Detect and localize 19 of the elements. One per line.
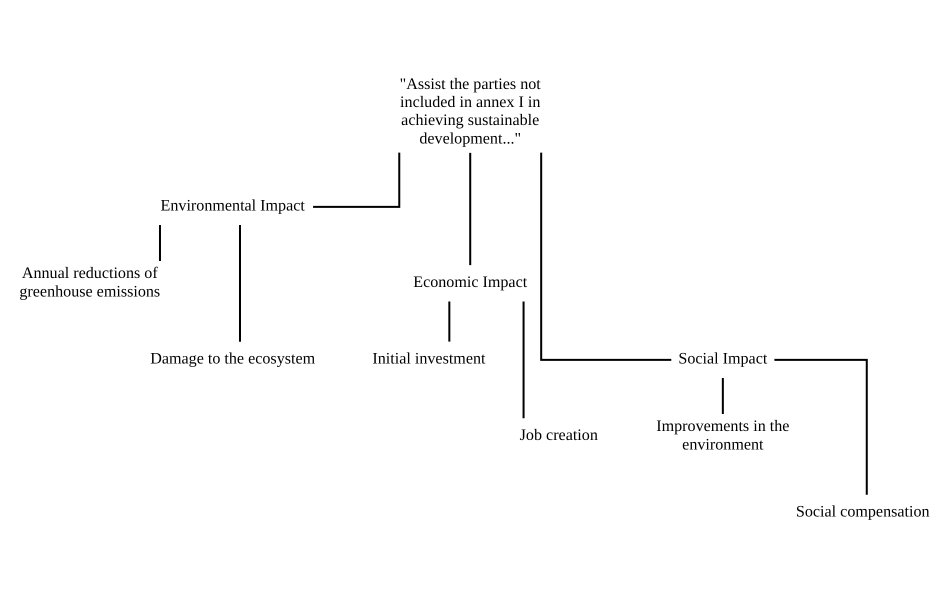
- node-text: Economic Impact: [413, 274, 528, 291]
- connector: [313, 152, 400, 208]
- node-text: Social compensation: [796, 503, 930, 520]
- connector: [774, 358, 868, 494]
- node-text: Damage to the ecosystem: [150, 350, 316, 368]
- connector: [540, 152, 672, 360]
- connector: [158, 224, 161, 260]
- node-text: Initial investment: [372, 350, 486, 368]
- connector: [238, 224, 241, 342]
- node-text: Job creation: [520, 426, 598, 444]
- node-text: Improvements in the environment: [656, 418, 790, 453]
- connector: [469, 152, 472, 265]
- node-text: "Assist the parties not included in annex I in achieving sustainable development...": [400, 75, 541, 147]
- node-text: Social Impact: [678, 350, 768, 368]
- connector: [448, 301, 450, 342]
- node-text: Environmental Impact: [160, 197, 305, 214]
- connector: [522, 301, 525, 418]
- connector: [722, 378, 724, 414]
- node-text: Annual reductions of greenhouse emissions: [19, 264, 160, 300]
